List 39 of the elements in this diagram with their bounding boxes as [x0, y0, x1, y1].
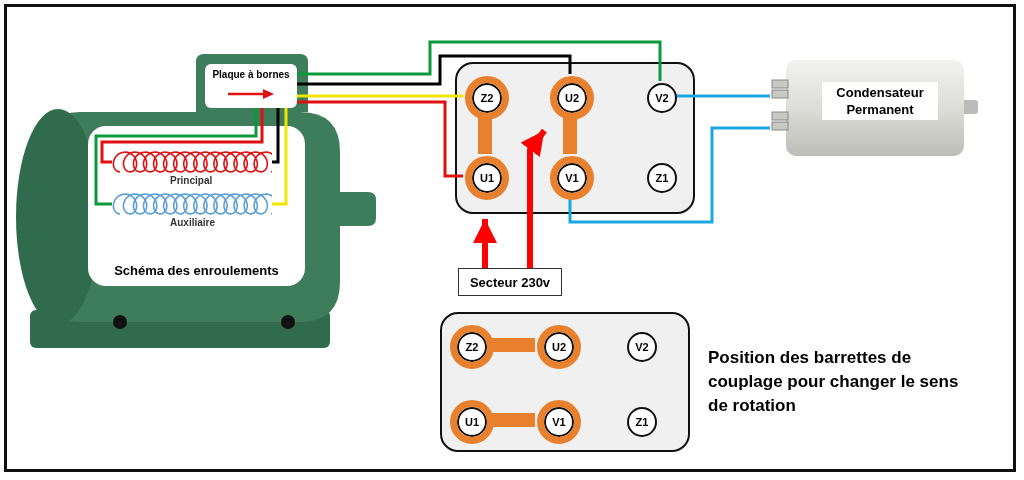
wire — [94, 108, 258, 206]
terminal-circle: U2 — [550, 76, 594, 120]
terminal-circle: Z2 — [450, 325, 494, 369]
terminal-circle: U2 — [537, 325, 581, 369]
terminal-circle: Z1 — [627, 407, 657, 437]
terminal-circle: U1 — [465, 156, 509, 200]
arrow — [520, 128, 547, 268]
supply-box: Secteur 230v — [458, 268, 562, 296]
terminal-circle: Z2 — [465, 76, 509, 120]
wire — [297, 94, 463, 98]
terminal-circle: V1 — [537, 400, 581, 444]
wire — [675, 94, 770, 98]
arrow — [473, 219, 497, 268]
terminal-circle: Z1 — [647, 163, 677, 193]
bridge-bar — [478, 118, 492, 154]
wire — [297, 54, 572, 86]
plate-label: Plaque à bornes — [211, 69, 291, 80]
bridge-bar — [492, 338, 535, 352]
terminal-circle: U1 — [450, 400, 494, 444]
wire — [100, 108, 264, 164]
terminal-box — [455, 62, 695, 214]
wire — [272, 108, 280, 164]
label-card — [205, 64, 297, 108]
capacitor-label: Condensateur Permanent — [822, 82, 938, 120]
terminal-circle: V2 — [647, 83, 677, 113]
terminal-circle: V2 — [627, 332, 657, 362]
note-text: Position des barrettes de couplage pour changer le sens de rotation — [708, 347, 960, 417]
bridge-bar — [492, 413, 535, 427]
winding-panel — [88, 126, 305, 286]
wire — [297, 100, 463, 178]
panel-title: Schéma des enroulements — [113, 263, 280, 278]
winding-label: Principal — [170, 175, 213, 186]
terminal-circle: V1 — [550, 156, 594, 200]
wire — [272, 108, 288, 206]
wire — [568, 126, 770, 224]
terminal-box — [440, 312, 690, 452]
winding-label: Auxiliaire — [170, 217, 216, 228]
wire — [297, 40, 662, 81]
bridge-bar — [563, 118, 577, 154]
